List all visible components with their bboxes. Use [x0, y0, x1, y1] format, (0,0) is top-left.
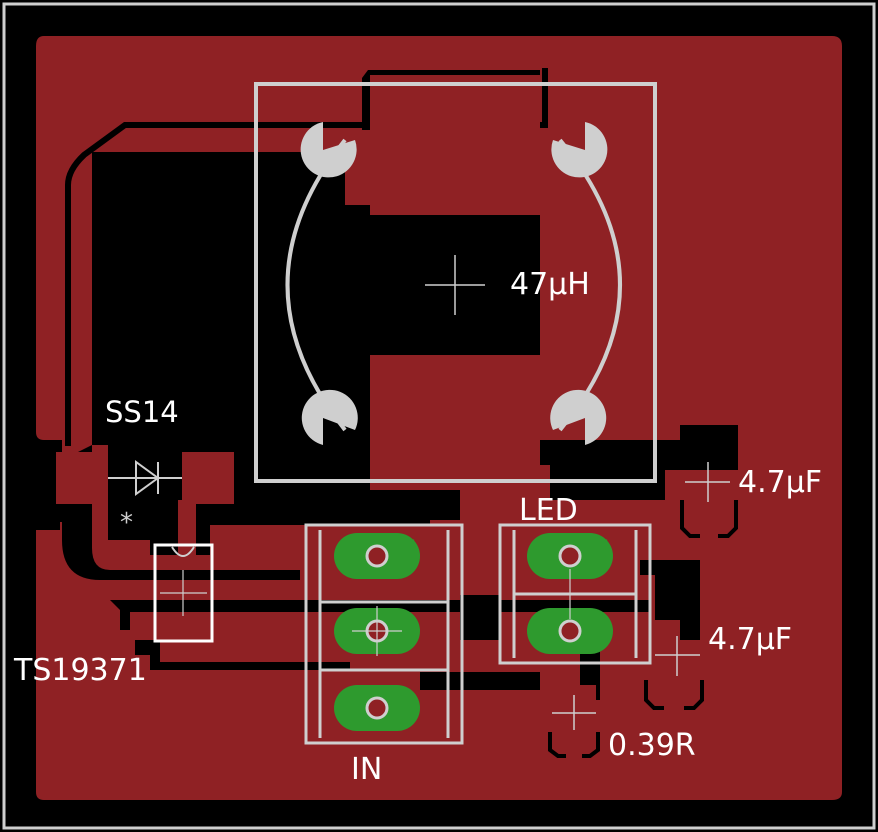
led-pin1-label: 1	[601, 536, 612, 555]
led-label: LED	[519, 493, 578, 528]
ic-outline	[153, 543, 214, 643]
trace-gap-4	[460, 595, 500, 640]
diode-trace	[178, 500, 196, 560]
trace-gap-5	[420, 672, 540, 690]
isolation-region	[92, 152, 738, 555]
ic-pin1-notch	[171, 546, 195, 557]
inductor-corner-br	[550, 389, 607, 445]
diode-label: SS14	[105, 395, 179, 429]
inductor-label: 47µH	[510, 267, 590, 302]
input-connector	[304, 523, 464, 745]
trace-gap-7	[640, 560, 700, 640]
inductor-outline	[254, 82, 657, 483]
input-label: IN	[351, 752, 383, 787]
inductor-corner-tl	[300, 122, 357, 178]
led-connector	[498, 523, 652, 665]
ic-label: TS19371	[14, 653, 147, 688]
input-pin1-label: 1	[408, 536, 419, 555]
trace-gap-8	[34, 440, 60, 530]
cap-top-label: 4.7µF	[738, 465, 823, 500]
pin-marker: *	[120, 508, 133, 538]
cap-mid-label: 4.7µF	[708, 622, 793, 657]
diode-triangle	[135, 460, 160, 496]
cap-mid-footprint	[644, 636, 704, 710]
trace-gap-3	[135, 640, 350, 670]
inductor-pad-bottom	[370, 355, 540, 490]
diode-pad-left	[56, 452, 108, 504]
cap-top-footprint	[680, 462, 738, 538]
inductor-arc-left	[285, 138, 347, 432]
resistor-label: 0.39R	[608, 728, 696, 763]
diode-pad-right	[182, 452, 234, 504]
outer-trace	[65, 68, 548, 446]
resistor-footprint	[548, 685, 600, 758]
inductor-corner-tr	[551, 122, 608, 178]
inductor-pad-top	[370, 75, 540, 215]
inductor-corner-bl	[301, 389, 358, 445]
